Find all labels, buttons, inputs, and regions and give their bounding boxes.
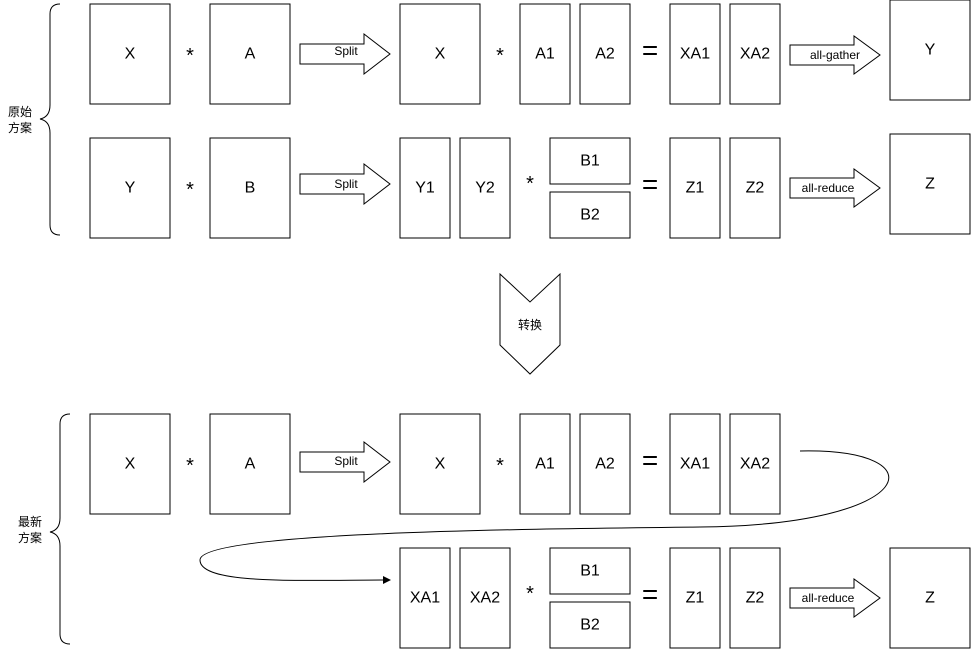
original-section-brace	[39, 3, 61, 236]
result-xa2-label: XA2	[740, 46, 770, 63]
latest-section-label-line2: 方案	[18, 530, 42, 545]
matrix-a-box	[209, 3, 291, 105]
matrix-a1-label: A1	[535, 456, 555, 473]
matrix-x-box	[89, 3, 171, 105]
split-arrow	[299, 162, 391, 206]
curved-connector-arrow	[199, 450, 890, 585]
matrix-a2-label: A2	[595, 46, 615, 63]
multiply-operator: *	[186, 455, 194, 477]
matrix-xa2-label: XA2	[470, 590, 500, 607]
equals-operator: =	[642, 169, 658, 200]
original-section-label-line2: 方案	[8, 120, 32, 135]
result-z1-label: Z1	[686, 590, 705, 607]
matrix-x-box	[399, 413, 481, 515]
matrix-b2-box	[549, 601, 631, 649]
matrix-a-label: A	[245, 46, 256, 63]
row4: XA1 XA2 * B1 B2 = Z1 Z2 all-reduce Z	[399, 547, 971, 649]
split-arrow	[299, 32, 391, 76]
matrix-x-label: X	[435, 46, 446, 63]
result-xa2-label: XA2	[740, 456, 770, 473]
matrix-x-box	[399, 3, 481, 105]
result-xa1-box	[669, 3, 721, 105]
all-reduce-arrow	[789, 168, 881, 208]
matrix-y-label: Y	[125, 180, 136, 197]
multiply-operator: *	[526, 583, 534, 605]
split-arrow-label: Split	[334, 177, 358, 191]
matrix-x-label: X	[125, 46, 136, 63]
matrix-a-box	[209, 413, 291, 515]
all-gather-arrow-label: all-gather	[810, 48, 860, 62]
multiply-operator: *	[496, 455, 504, 477]
equals-operator: =	[642, 35, 658, 66]
matrix-a1-box	[519, 413, 571, 515]
result-xa1-label: XA1	[680, 46, 710, 63]
output-z-label: Z	[925, 176, 935, 193]
result-z2-box	[729, 547, 781, 649]
equals-operator: =	[642, 445, 658, 476]
matrix-b2-label: B2	[580, 207, 600, 224]
row3: X * A Split X * A1 A2 = XA1 XA2	[89, 413, 781, 515]
multiply-operator: *	[186, 179, 194, 201]
matrix-b2-label: B2	[580, 617, 600, 634]
split-arrow-label: Split	[334, 44, 358, 58]
matrix-b-box	[209, 137, 291, 239]
matrix-a-label: A	[245, 456, 256, 473]
matrix-b1-label: B1	[580, 153, 600, 170]
row1: X * A Split X * A1 A2 = XA1 XA2 all-gath…	[89, 0, 971, 105]
result-z1-box	[669, 137, 721, 239]
transform-label: 转换	[518, 317, 542, 332]
output-z-label: Z	[925, 590, 935, 607]
equals-operator: =	[642, 579, 658, 610]
matrix-y-box	[89, 137, 171, 239]
matrix-b-label: B	[245, 180, 256, 197]
matrix-b2-box	[549, 191, 631, 239]
multiply-operator: *	[186, 45, 194, 67]
matrix-y2-label: Y2	[475, 180, 495, 197]
matrix-x-label: X	[435, 456, 446, 473]
matrix-a2-box	[579, 3, 631, 105]
result-z1-label: Z1	[686, 180, 705, 197]
all-reduce-arrow	[789, 578, 881, 618]
transform-chevron-arrow	[499, 272, 561, 375]
split-arrow-label: Split	[334, 454, 358, 468]
matrix-a1-label: A1	[535, 46, 555, 63]
all-gather-arrow	[789, 35, 881, 75]
matrix-xa2-box	[459, 547, 511, 649]
result-z1-box	[669, 547, 721, 649]
multiply-operator: *	[526, 173, 534, 195]
matrix-xa1-box	[399, 547, 451, 649]
result-xa2-box	[729, 3, 781, 105]
matrix-a1-box	[519, 3, 571, 105]
row2: Y * B Split Y1 Y2 * B1 B2 = Z1 Z2 all-re…	[89, 133, 971, 239]
output-z-box	[889, 133, 971, 235]
matrix-a2-label: A2	[595, 456, 615, 473]
output-z-box	[889, 547, 971, 649]
result-z2-label: Z2	[746, 590, 765, 607]
all-reduce-arrow-label: all-reduce	[802, 181, 855, 195]
matrix-x-box	[89, 413, 171, 515]
output-y-box	[889, 0, 971, 101]
matrix-x-label: X	[125, 456, 136, 473]
matrix-y2-box	[459, 137, 511, 239]
result-xa1-box	[669, 413, 721, 515]
output-y-label: Y	[925, 42, 936, 59]
matrix-b1-box	[549, 137, 631, 185]
result-xa2-box	[729, 413, 781, 515]
result-z2-label: Z2	[746, 180, 765, 197]
matrix-a2-box	[579, 413, 631, 515]
matrix-y1-box	[399, 137, 451, 239]
split-arrow	[299, 440, 391, 484]
all-reduce-arrow-label: all-reduce	[802, 591, 855, 605]
original-section-label-line1: 原始	[8, 105, 32, 119]
matrix-b1-box	[549, 547, 631, 595]
latest-section-brace	[49, 413, 71, 645]
matrix-b1-label: B1	[580, 563, 600, 580]
matrix-xa1-label: XA1	[410, 590, 440, 607]
multiply-operator: *	[496, 45, 504, 67]
result-xa1-label: XA1	[680, 456, 710, 473]
result-z2-box	[729, 137, 781, 239]
matrix-y1-label: Y1	[415, 180, 435, 197]
latest-section-label-line1: 最新	[18, 514, 42, 529]
